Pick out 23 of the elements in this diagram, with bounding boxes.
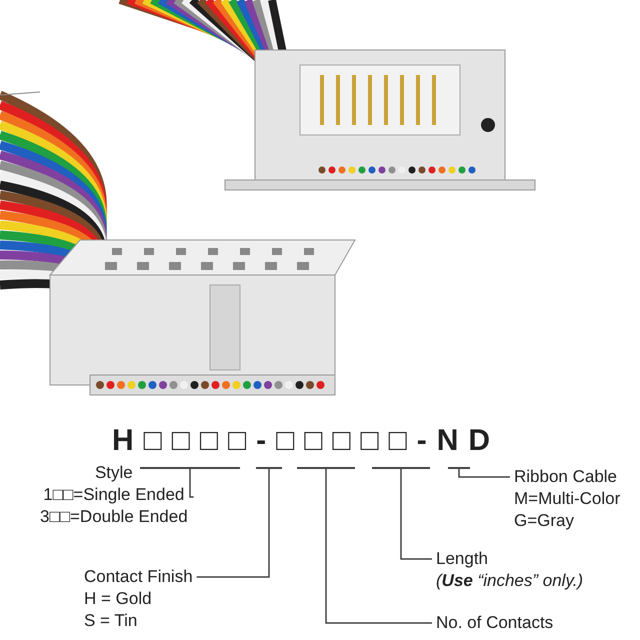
field-option: S = Tin xyxy=(84,610,193,632)
field-option: (Use “inches” only.) xyxy=(436,570,584,592)
field-option: 3□□=Double Ended xyxy=(40,506,188,528)
part-number: H□□□□-□□□□□-ND xyxy=(112,424,500,458)
leader-line xyxy=(400,469,432,560)
segment-underline xyxy=(140,467,240,469)
segment-underline xyxy=(372,467,430,469)
segment-underline xyxy=(256,467,282,469)
segment-underline xyxy=(448,467,470,469)
segment-underline xyxy=(297,467,355,469)
leader-line xyxy=(325,469,432,624)
field-option: H = Gold xyxy=(84,588,193,610)
field-option: G=Gray xyxy=(514,510,620,532)
field-option: M=Multi-Color xyxy=(514,488,620,510)
leader-line xyxy=(458,469,510,478)
field-heading: Style xyxy=(94,462,134,484)
field-option: 1□□=Single Ended xyxy=(40,484,188,506)
field-heading: Ribbon Cable xyxy=(514,466,618,488)
field-heading: Contact Finish xyxy=(84,566,193,588)
leader-line xyxy=(196,469,270,578)
field-heading: Length xyxy=(436,548,489,570)
field-heading: No. of Contacts xyxy=(436,612,554,634)
leader-line xyxy=(189,469,194,498)
